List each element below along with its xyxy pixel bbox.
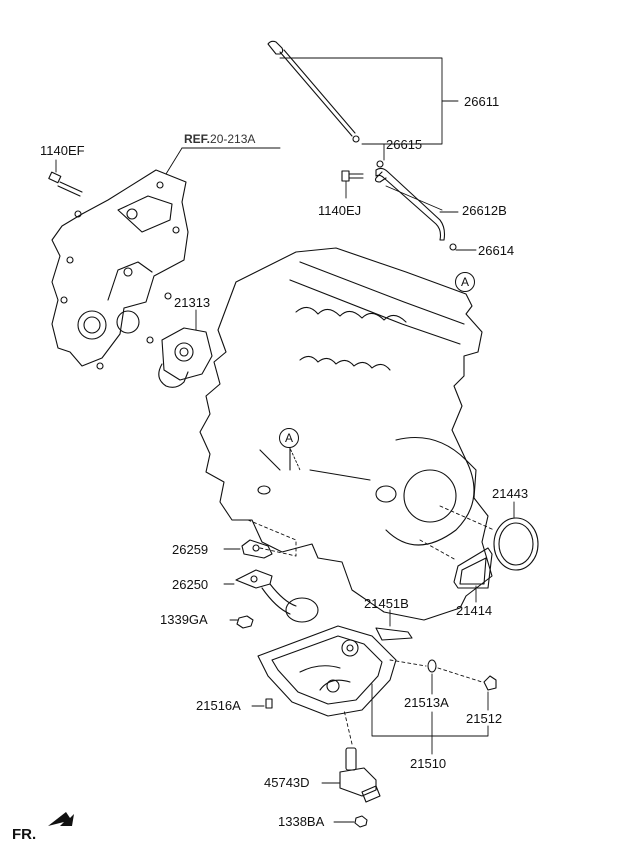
- bolt-21516a-icon: [265, 698, 273, 709]
- section-marker-engine[interactable]: A: [279, 428, 299, 448]
- rear-oil-seal-icon: [493, 517, 539, 571]
- part-26250-label[interactable]: 26250: [172, 577, 209, 592]
- part-26611-label[interactable]: 26611: [464, 94, 500, 109]
- drain-plug-gasket-icon: [427, 659, 437, 673]
- oil-pan-icon: [257, 625, 397, 717]
- oil-pump-icon: [158, 327, 213, 388]
- bolt-1140ef-icon: [48, 171, 83, 197]
- oil-baffle-icon: [375, 627, 413, 641]
- part-1338ba-label[interactable]: 1338BA: [278, 814, 325, 829]
- part-1140ef-label[interactable]: 1140EF: [40, 143, 85, 158]
- oil-level-sensor-icon: [339, 747, 381, 803]
- oil-strainer-icon: [235, 569, 319, 623]
- part-1140ej-label[interactable]: 1140EJ: [318, 203, 362, 218]
- timing-chain-cover-icon: [51, 169, 189, 370]
- part-21414-label[interactable]: 21414: [456, 603, 493, 618]
- front-marker: FR.: [12, 826, 37, 843]
- part-21313-label[interactable]: 21313: [174, 295, 211, 310]
- bolt-1338ba-icon: [354, 815, 368, 828]
- bolt-1140ej-icon: [341, 170, 364, 182]
- part-21451b-label[interactable]: 21451B: [364, 596, 409, 611]
- part-26615-label[interactable]: 26615: [386, 137, 423, 152]
- part-21510-label[interactable]: 21510: [410, 756, 447, 771]
- dipstick-guide-tube-icon: [374, 160, 457, 251]
- part-26614-label[interactable]: 26614: [478, 243, 515, 258]
- reference-label[interactable]: REF.20-213A: [184, 132, 255, 146]
- part-21512-label[interactable]: 21512: [466, 711, 503, 726]
- engine-block-icon: [199, 247, 493, 621]
- part-45743d-label[interactable]: 45743D: [264, 775, 310, 790]
- drain-plug-icon: [483, 675, 497, 691]
- nut-1339ga-icon: [236, 615, 254, 629]
- rear-seal-case-icon: [453, 547, 493, 589]
- reference-prefix: REF.: [184, 132, 211, 146]
- front-arrow-icon: [48, 812, 74, 826]
- part-21443-label[interactable]: 21443: [492, 486, 529, 501]
- reference-code: 20-213A: [210, 132, 256, 146]
- leader-lines: [55, 57, 515, 823]
- part-21513a-label[interactable]: 21513A: [404, 695, 449, 710]
- section-marker-top[interactable]: A: [455, 272, 475, 292]
- part-1339ga-label[interactable]: 1339GA: [160, 612, 208, 627]
- part-26259-label[interactable]: 26259: [172, 542, 209, 557]
- part-26612b-label[interactable]: 26612B: [462, 203, 507, 218]
- dipstick-icon: [267, 40, 360, 143]
- gasket-icon: [241, 539, 273, 559]
- part-21516a-label[interactable]: 21516A: [196, 698, 241, 713]
